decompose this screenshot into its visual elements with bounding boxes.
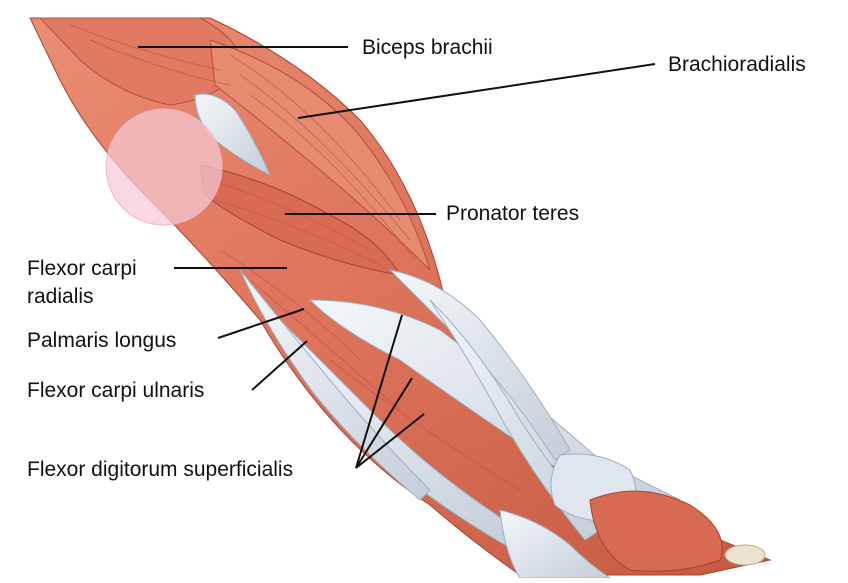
leader-fds-3 [355,413,425,469]
leader-brachioradialis [297,63,656,119]
leader-lines [138,46,656,469]
leader-fds-1 [355,314,403,469]
wrist-bone [724,544,766,566]
label-biceps-brachii: Biceps brachii [362,36,493,59]
label-brachioradialis: Brachioradialis [668,53,806,76]
label-flexor-digitorum-superficialis: Flexor digitorum superficialis [27,458,294,481]
thenar-muscles [589,490,723,572]
leader-flexor-carpi-ulnaris [251,340,308,391]
label-flexor-carpi-radialis-line2: radialis [27,285,94,308]
label-flexor-carpi-radialis-line1: Flexor carpi [27,257,137,280]
hand-tendons [499,509,612,579]
muscle-striations [69,24,521,491]
leader-fds-2 [355,377,413,469]
label-pronator-teres: Pronator teres [446,202,580,225]
leader-palmaris-longus [217,308,305,339]
label-flexor-carpi-ulnaris: Flexor carpi ulnaris [27,379,205,402]
medial-epicondyle-highlight [105,108,223,226]
brachioradialis-muscle [209,39,431,271]
label-palmaris-longus: Palmaris longus [27,329,177,352]
